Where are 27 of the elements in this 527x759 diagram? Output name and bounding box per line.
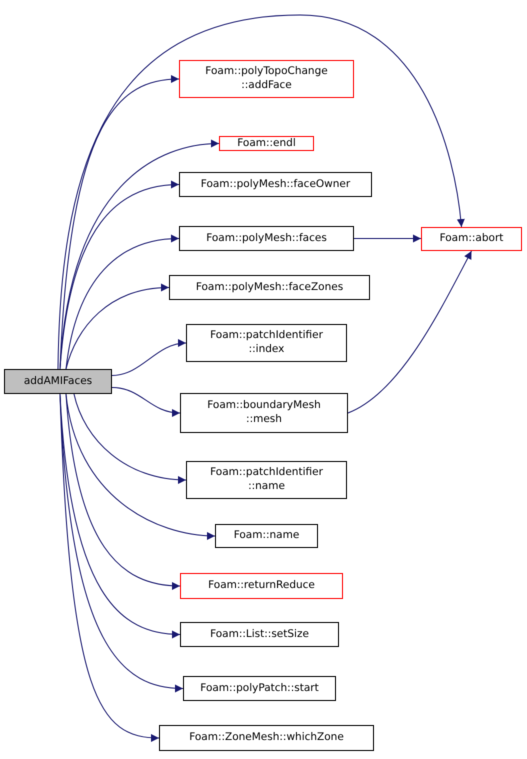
function-box: Foam::patchIdentifier ::name: [186, 461, 347, 499]
call-arrow: [74, 394, 186, 484]
call-arrow: [354, 234, 422, 242]
function-box: Foam::name: [215, 524, 318, 548]
function-box: Foam::List::setSize: [180, 622, 339, 647]
function-box: Foam::polyMesh::faces: [179, 226, 354, 251]
call-arrow: [112, 387, 180, 416]
function-box: Foam::abort: [421, 227, 522, 251]
function-box: Foam::endl: [219, 136, 314, 151]
function-box: Foam::polyTopoChange ::addFace: [179, 60, 354, 98]
call-arrow: [66, 284, 170, 370]
call-arrow: [348, 250, 472, 414]
function-box: Foam::patchIdentifier ::index: [186, 324, 347, 362]
call-arrow: [58, 14, 465, 370]
call-arrow: [60, 394, 160, 742]
function-box: Foam::returnReduce: [180, 573, 343, 599]
call-arrow: [60, 180, 180, 370]
function-box: Foam::polyMesh::faceOwner: [179, 172, 372, 197]
function-box: Foam::polyPatch::start: [183, 676, 336, 701]
current-function-box: addAMIFaces: [4, 369, 112, 394]
function-box: Foam::polyMesh::faceZones: [169, 275, 370, 300]
function-box: Foam::boundaryMesh ::mesh: [180, 393, 348, 433]
call-arrow: [112, 340, 186, 376]
call-arrow: [66, 234, 180, 370]
call-arrow: [66, 394, 180, 590]
call-arrow: [66, 394, 216, 540]
function-box: Foam::ZoneMesh::whichZone: [159, 725, 374, 751]
